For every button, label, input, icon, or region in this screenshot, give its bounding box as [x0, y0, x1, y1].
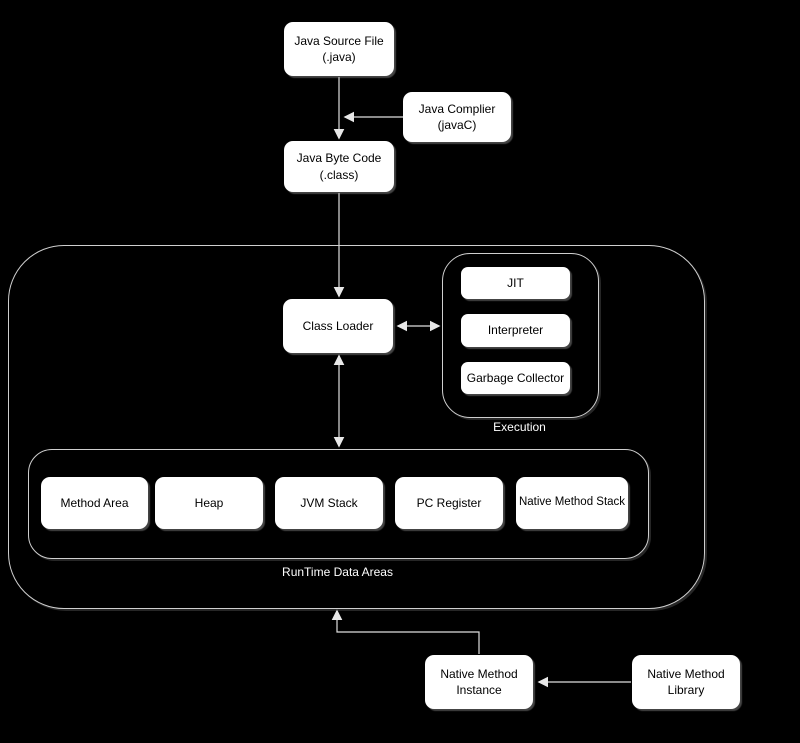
- arrow-nativeinstance-to-jvm: [331, 609, 480, 654]
- jvm-container: [8, 245, 705, 609]
- runtime-data-areas-group: [28, 449, 649, 559]
- node-native-method-library: Native Method Library: [632, 655, 740, 709]
- node-native-method-stack: Native Method Stack: [516, 477, 628, 529]
- node-native-method-instance: Native Method Instance: [425, 655, 533, 709]
- node-class-loader: Class Loader: [283, 299, 393, 353]
- node-jvm-stack: JVM Stack: [275, 477, 383, 529]
- node-garbage-collector: Garbage Collector: [461, 362, 570, 394]
- node-java-compiler: Java Complier (javaC): [403, 92, 511, 142]
- node-pc-register: PC Register: [395, 477, 503, 529]
- node-method-area: Method Area: [41, 477, 148, 529]
- node-interpreter: Interpreter: [461, 314, 570, 347]
- runtime-data-areas-label: RunTime Data Areas: [282, 565, 393, 579]
- node-java-byte-code: Java Byte Code (.class): [284, 141, 394, 192]
- node-java-source-file: Java Source File (.java): [284, 22, 394, 76]
- execution-label: Execution: [493, 420, 546, 434]
- execution-group: [442, 253, 599, 418]
- node-heap: Heap: [155, 477, 263, 529]
- node-jit: JIT: [461, 267, 570, 299]
